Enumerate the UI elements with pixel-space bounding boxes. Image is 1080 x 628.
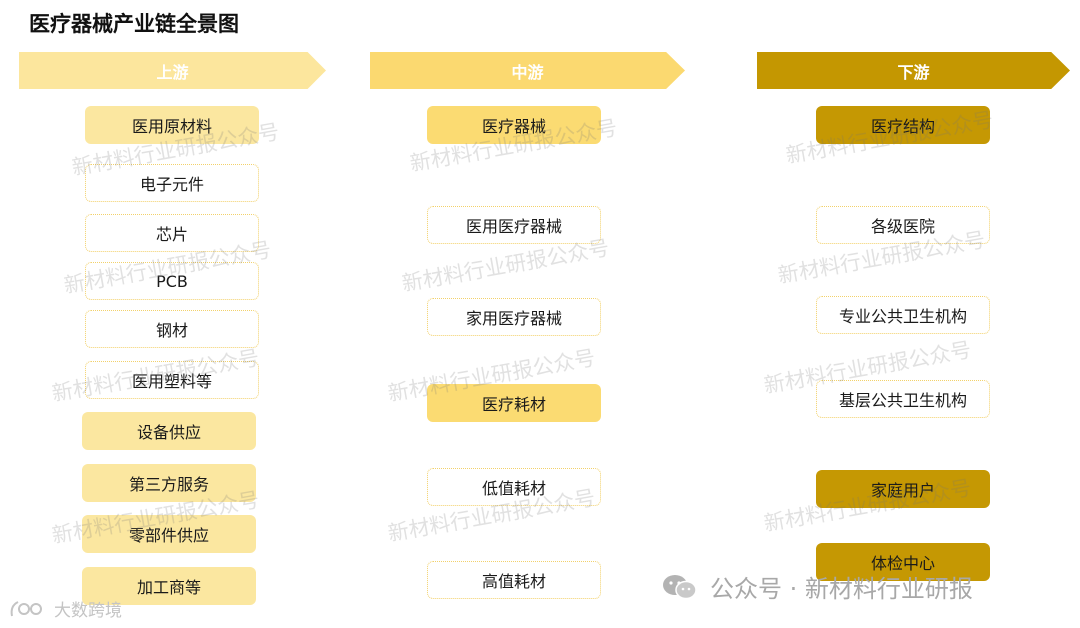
upstream-item-third-party-services: 第三方服务 — [82, 464, 256, 502]
midstream-item-home-devices: 家用医疗器械 — [427, 298, 601, 336]
page-title: 医疗器械产业链全景图 — [29, 12, 239, 36]
upstream-item-raw-materials: 医用原材料 — [85, 106, 259, 144]
midstream-item-clinical-devices: 医用医疗器械 — [427, 206, 601, 244]
downstream-item-checkup-centers: 体检中心 — [816, 543, 990, 581]
downstream-item-primary-health: 基层公共卫生机构 — [816, 380, 990, 418]
downstream-item-hospitals: 各级医院 — [816, 206, 990, 244]
brand-logo-icon — [10, 600, 42, 616]
upstream-item-processors: 加工商等 — [82, 567, 256, 605]
midstream-item-consumables: 医疗耗材 — [427, 384, 601, 422]
footer-account: 公众号 · 新材料行业研报 — [662, 569, 973, 604]
midstream-item-medical-devices: 医疗器械 — [427, 106, 601, 144]
upstream-item-steel: 钢材 — [85, 310, 259, 348]
upstream-item-equipment-supply: 设备供应 — [82, 412, 256, 450]
stage-upstream-banner: 上游 — [19, 52, 326, 89]
midstream-item-low-value-consumables: 低值耗材 — [427, 468, 601, 506]
upstream-item-chips: 芯片 — [85, 214, 259, 252]
wechat-icon — [663, 574, 697, 599]
stage-downstream-banner: 下游 — [757, 52, 1070, 89]
upstream-item-medical-plastics: 医用塑料等 — [85, 361, 259, 399]
brand-logo-text: 大数跨境 — [54, 601, 122, 621]
brand-logo: 大数跨境 — [8, 596, 122, 621]
stage-midstream-banner: 中游 — [370, 52, 685, 89]
downstream-item-households: 家庭用户 — [816, 470, 990, 508]
upstream-item-pcb: PCB — [85, 262, 259, 300]
downstream-item-medical-structures: 医疗结构 — [816, 106, 990, 144]
midstream-item-high-value-consumables: 高值耗材 — [427, 561, 601, 599]
upstream-item-parts-supply: 零部件供应 — [82, 515, 256, 553]
upstream-item-electronic-components: 电子元件 — [85, 164, 259, 202]
footer-account-text: 公众号 · 新材料行业研报 — [710, 575, 973, 603]
downstream-item-public-health: 专业公共卫生机构 — [816, 296, 990, 334]
